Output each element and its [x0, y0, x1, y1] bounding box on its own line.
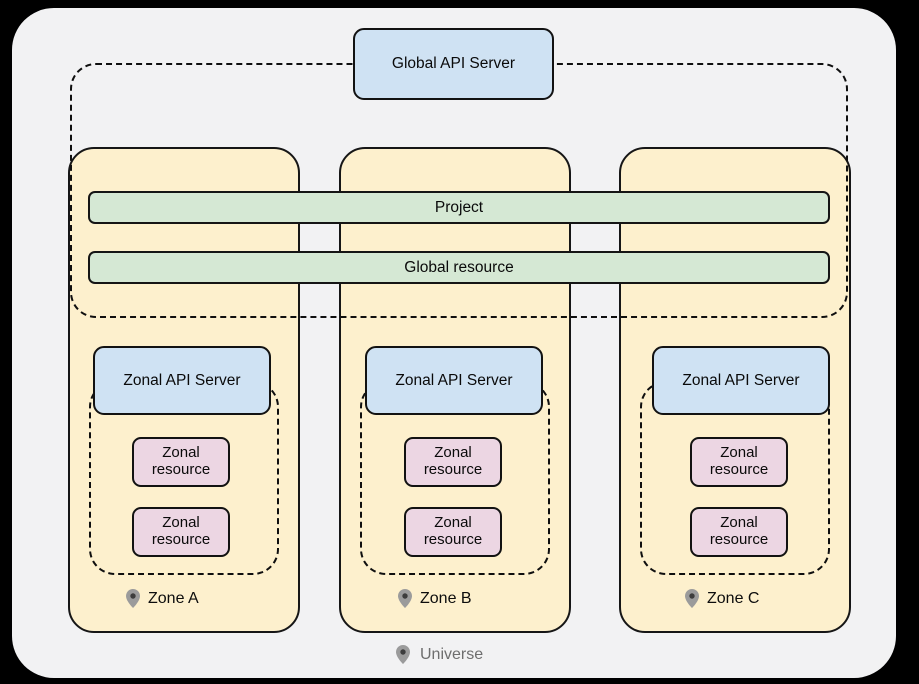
- zonal-api-server-box-c[interactable]: Zonal API Server: [652, 346, 830, 415]
- zonal-resource-line2: resource: [151, 531, 211, 548]
- global-api-server-box[interactable]: Global API Server: [353, 28, 554, 100]
- zonal-api-server-box-a[interactable]: Zonal API Server: [93, 346, 271, 415]
- zonal-resource-line2: resource: [423, 531, 483, 548]
- zonal-resource-box[interactable]: Zonal resource: [690, 507, 788, 557]
- map-pin-icon: [396, 645, 410, 664]
- zone-label-a: Zone A: [126, 589, 199, 608]
- zonal-api-server-box-b[interactable]: Zonal API Server: [365, 346, 543, 415]
- zone-label-b: Zone B: [398, 589, 472, 608]
- global-resource-bar: Global resource: [88, 251, 830, 284]
- universe-label: Universe: [396, 645, 483, 664]
- zonal-resource-line2: resource: [423, 461, 483, 478]
- zonal-resource-box[interactable]: Zonal resource: [132, 507, 230, 557]
- zonal-resource-line2: resource: [709, 461, 769, 478]
- zonal-resource-box[interactable]: Zonal resource: [404, 437, 502, 487]
- zonal-resource-line1: Zonal: [720, 514, 758, 532]
- zone-label-text: Zone C: [707, 589, 760, 607]
- zonal-resource-line1: Zonal: [434, 514, 472, 532]
- zonal-resource-box[interactable]: Zonal resource: [690, 437, 788, 487]
- zonal-resource-box[interactable]: Zonal resource: [404, 507, 502, 557]
- zonal-resource-line1: Zonal: [162, 514, 200, 532]
- zonal-resource-line1: Zonal: [720, 444, 758, 462]
- zonal-resource-line1: Zonal: [434, 444, 472, 462]
- project-bar: Project: [88, 191, 830, 224]
- zonal-resource-line2: resource: [151, 461, 211, 478]
- universe-label-text: Universe: [420, 645, 484, 663]
- zonal-resource-line2: resource: [709, 531, 769, 548]
- zone-label-text: Zone B: [420, 589, 472, 607]
- map-pin-icon: [398, 589, 412, 608]
- zonal-resource-box[interactable]: Zonal resource: [132, 437, 230, 487]
- map-pin-icon: [126, 589, 140, 608]
- zone-label-text: Zone A: [148, 589, 199, 607]
- zonal-resource-line1: Zonal: [162, 444, 200, 462]
- zone-label-c: Zone C: [685, 589, 759, 608]
- map-pin-icon: [685, 589, 699, 608]
